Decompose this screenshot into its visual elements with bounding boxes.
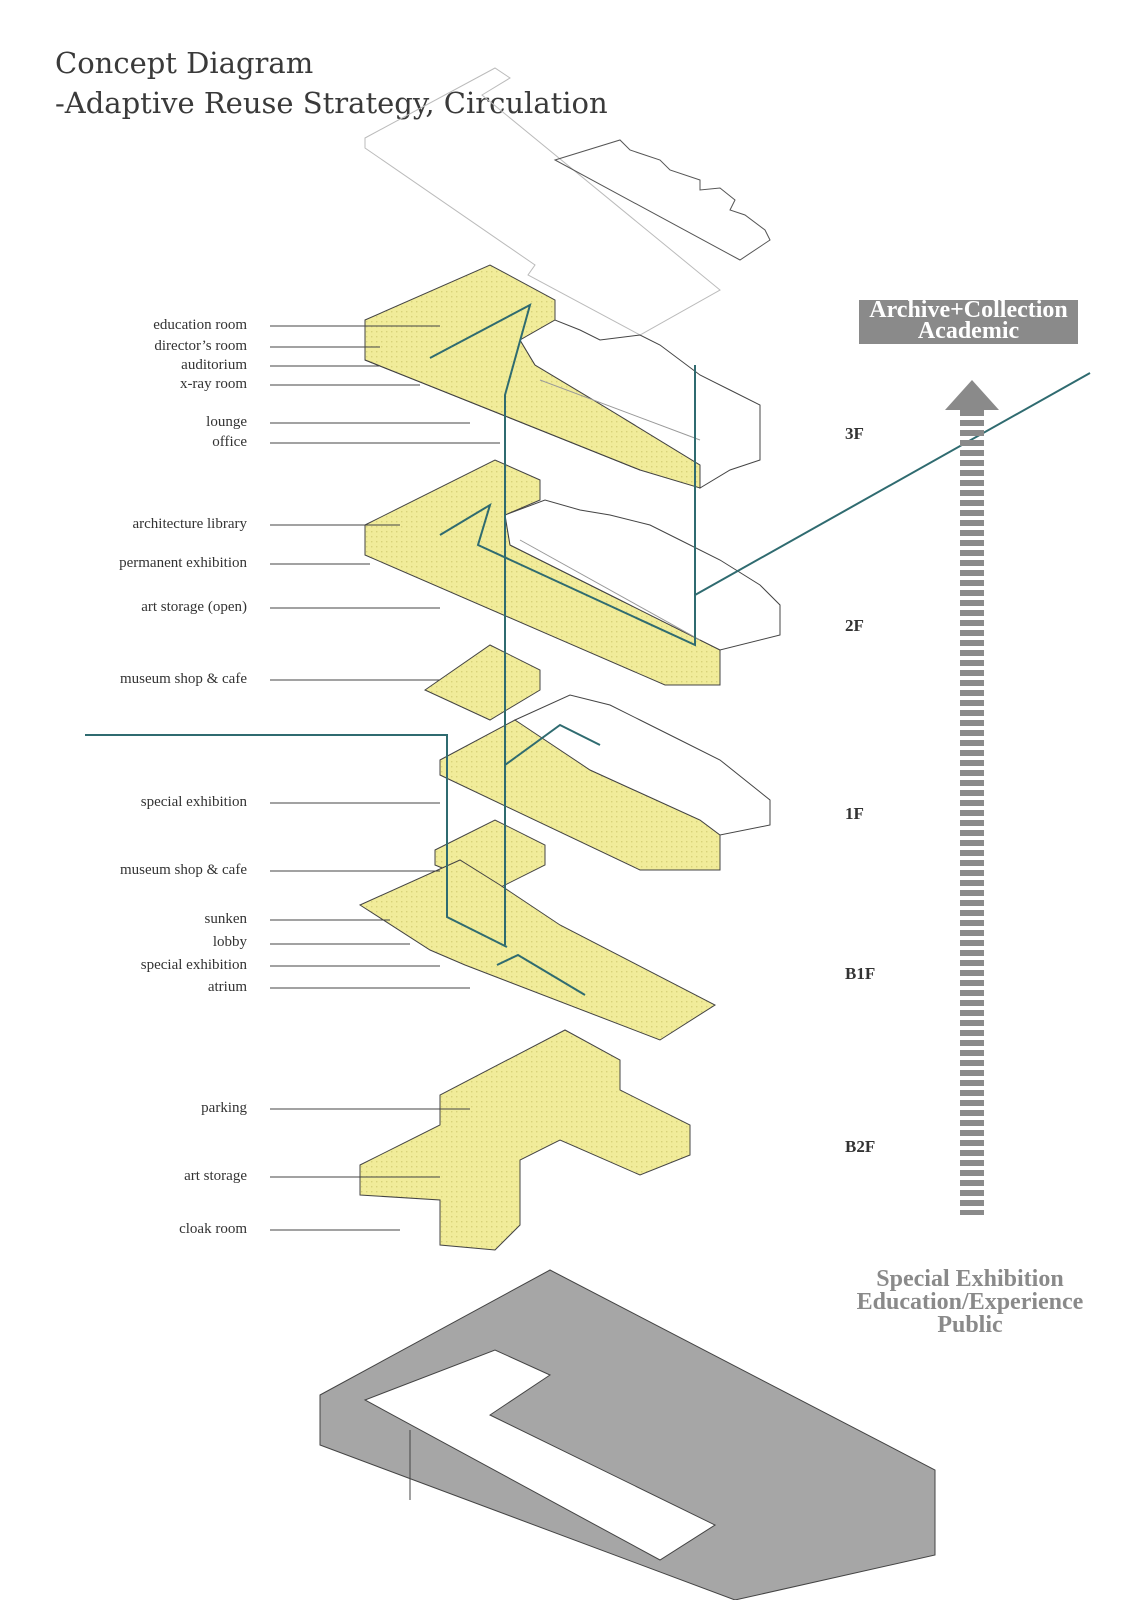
floor-1f-white-wing bbox=[513, 694, 771, 836]
floor-2f-white-wing bbox=[504, 499, 781, 651]
circulation-path bbox=[85, 303, 1091, 996]
label-museum-shop-cafe-b1: museum shop & cafe bbox=[119, 862, 247, 878]
floor-b2f-plan bbox=[359, 1029, 691, 1251]
leader-lines bbox=[270, 325, 500, 1231]
label-cloak-room: cloak room bbox=[179, 1221, 247, 1237]
label-museum-shop-cafe-2f: museum shop & cafe bbox=[119, 671, 247, 687]
base-block bbox=[319, 1269, 936, 1600]
roof-layer bbox=[364, 67, 771, 336]
label-office: office bbox=[212, 434, 247, 450]
label-sunken: sunken bbox=[204, 911, 248, 927]
label-special-exhibition-b1: special exhibition bbox=[140, 957, 247, 973]
label-permanent-exhibition: permanent exhibition bbox=[119, 555, 247, 571]
label-art-storage-open: art storage (open) bbox=[141, 599, 247, 615]
label-directors-room: director’s room bbox=[154, 338, 247, 354]
floor-label-1f: 1F bbox=[845, 804, 864, 823]
label-lounge: lounge bbox=[206, 414, 247, 430]
label-special-exhibition-1f: special exhibition bbox=[140, 794, 247, 810]
label-education-room: education room bbox=[153, 317, 247, 333]
gradient-arrow bbox=[945, 380, 999, 1215]
label-art-storage: art storage bbox=[184, 1168, 247, 1184]
floor-b1f-plan bbox=[358, 819, 717, 1041]
label-auditorium: auditorium bbox=[181, 357, 247, 373]
floor-label-b2f: B2F bbox=[845, 1137, 876, 1156]
page-subtitle: -Adaptive Reuse Strategy, Circulation bbox=[55, 86, 608, 120]
museum-shop-2f bbox=[423, 644, 541, 721]
label-architecture-library: architecture library bbox=[132, 516, 247, 532]
floor-3f-white-wing bbox=[519, 319, 761, 489]
floor-b1f-highlight bbox=[358, 859, 717, 1041]
floor-b2f-highlight bbox=[359, 1029, 691, 1251]
floor-label-2f: 2F bbox=[845, 616, 864, 635]
label-x-ray-room: x-ray room bbox=[179, 376, 247, 392]
floor-3f-plan bbox=[364, 264, 761, 489]
archive-collection-banner: Archive+Collection Academic bbox=[859, 298, 1078, 344]
floor-1f-plan bbox=[439, 694, 771, 871]
floor-label-3f: 3F bbox=[845, 424, 864, 443]
label-parking: parking bbox=[201, 1100, 247, 1116]
label-lobby: lobby bbox=[212, 934, 247, 950]
label-atrium: atrium bbox=[207, 979, 247, 995]
floor-2f-plan bbox=[364, 459, 781, 686]
page-title: Concept Diagram bbox=[55, 46, 314, 80]
public-scale-text: Special Exhibition Education/Experience … bbox=[856, 1266, 1084, 1338]
floor-label-b1f: B1F bbox=[845, 964, 876, 983]
